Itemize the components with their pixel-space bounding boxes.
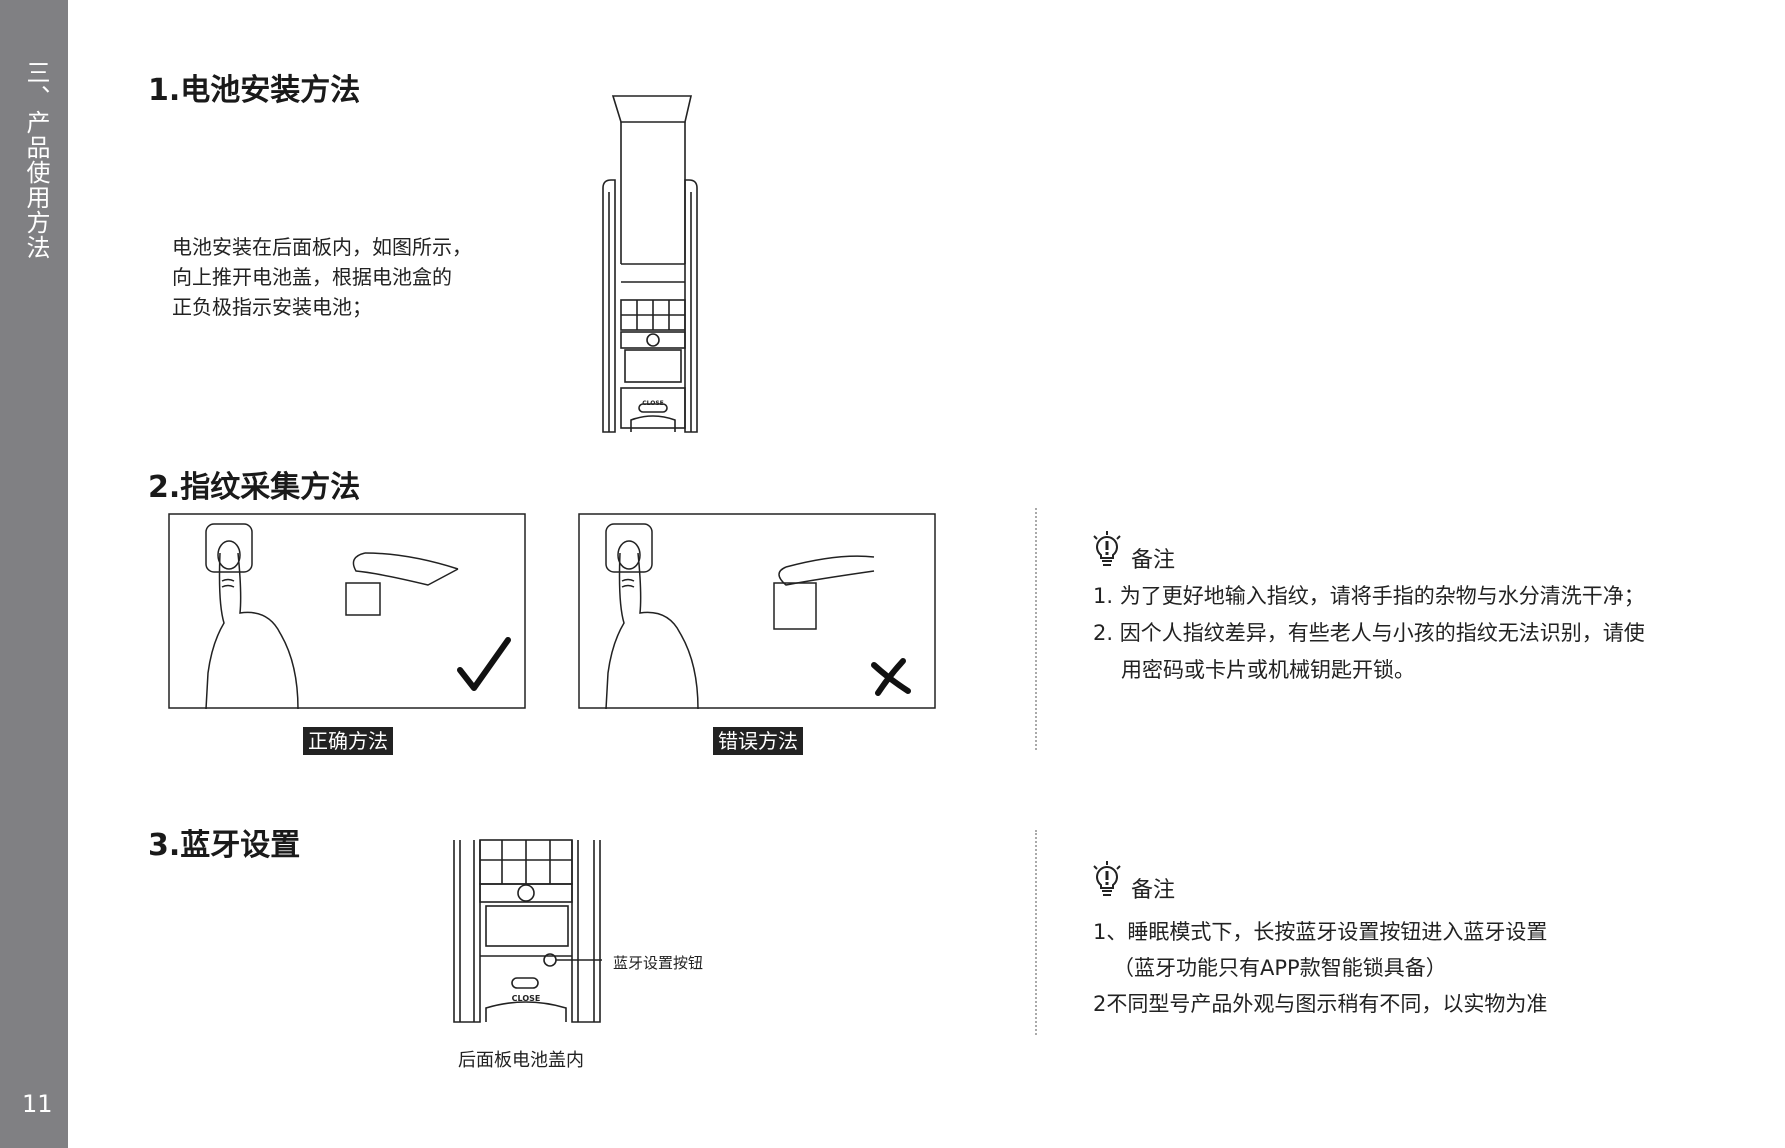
lightbulb-exclamation-icon xyxy=(1093,861,1121,896)
correct-method-illustration xyxy=(168,513,526,709)
wrong-method-illustration xyxy=(578,513,936,709)
chapter-title: 三、产品使用方法 xyxy=(22,60,50,260)
rear-panel-caption: 后面板电池盖内 xyxy=(458,1050,584,1071)
section3-heading: 3.蓝牙设置 xyxy=(148,828,301,863)
page-number: 11 xyxy=(22,1090,53,1118)
wrong-method-label: 错误方法 xyxy=(713,727,803,755)
bluetooth-button-illustration: CLOSE xyxy=(453,839,602,1023)
lock-rear-panel-illustration: CLOSE xyxy=(602,95,698,433)
section2-heading: 2.指纹采集方法 xyxy=(148,470,361,505)
section1-heading: 1.电池安装方法 xyxy=(148,73,361,108)
battery-line-2: 向上推开电池盖，根据电池盒的 xyxy=(172,265,452,289)
note2-line-3: 2不同型号产品外观与图示稍有不同，以实物为准 xyxy=(1093,992,1548,1016)
battery-line-1: 电池安装在后面板内，如图所示， xyxy=(172,235,472,259)
battery-instructions: 电池安装在后面板内，如图所示， 向上推开电池盖，根据电池盒的 正负极指示安装电池… xyxy=(172,232,512,322)
divider-dotted-2 xyxy=(1035,830,1037,1035)
note-title-2: 备注 xyxy=(1131,878,1176,903)
note-line-2: 2. 因个人指纹差异，有些老人与小孩的指纹无法识别，请使 xyxy=(1093,621,1645,645)
note-header: 备注 xyxy=(1093,524,1175,574)
cross-icon xyxy=(871,658,911,696)
note2-line-2: （蓝牙功能只有APP款智能锁具备） xyxy=(1113,956,1447,980)
correct-method-label: 正确方法 xyxy=(303,727,393,755)
battery-line-3: 正负极指示安装电池； xyxy=(172,295,372,319)
note-line-3: 用密码或卡片或机械钥匙开锁。 xyxy=(1121,658,1415,682)
note-header-2: 备注 xyxy=(1093,854,1175,904)
note-title: 备注 xyxy=(1131,548,1176,573)
bluetooth-button-callout: 蓝牙设置按钮 xyxy=(613,954,704,972)
close-label-2: CLOSE xyxy=(512,994,541,1003)
sidebar: 三、产品使用方法 11 xyxy=(0,0,68,1148)
close-label: CLOSE xyxy=(642,400,664,407)
note2-line-1: 1、睡眠模式下，长按蓝牙设置按钮进入蓝牙设置 xyxy=(1093,920,1548,944)
divider-dotted xyxy=(1035,508,1037,750)
lightbulb-exclamation-icon xyxy=(1093,531,1121,566)
note-line-1: 1. 为了更好地输入指纹，请将手指的杂物与水分清洗干净； xyxy=(1093,584,1645,608)
checkmark-icon xyxy=(457,637,511,691)
